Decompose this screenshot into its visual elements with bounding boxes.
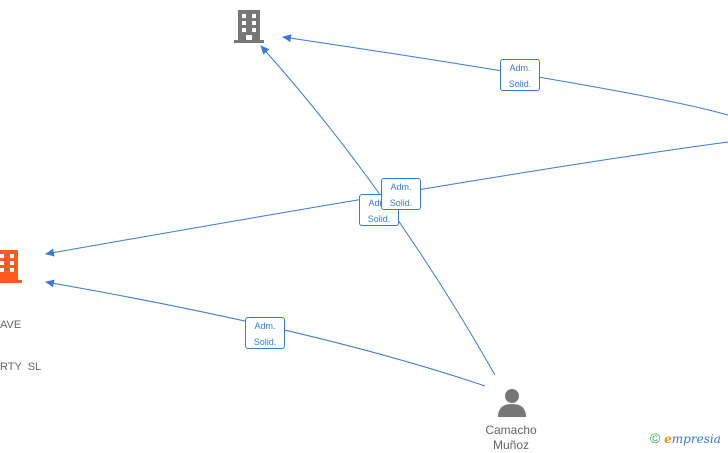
badge-line1: Adm. [509,63,531,73]
edge-badge-right-to-top[interactable]: Adm. Solid. [500,59,540,91]
empresia-watermark: © empresia [650,430,721,446]
company-left-label-line2: RTY SL [0,361,42,373]
person-label-line2: Muñoz [492,438,530,452]
brand-initial: e [664,432,672,446]
edge-badge-person-to-left[interactable]: Adm. Solid. [245,317,285,349]
badge-line2: Solid. [389,198,413,208]
badge-line1: Adm. [368,198,390,208]
building-icon[interactable] [234,10,264,43]
building-icon-highlighted[interactable] [0,250,22,283]
company-left-label[interactable]: AVE RTY SL [0,290,41,388]
copyright-icon: © [650,430,661,446]
brand-name: mpresia [671,432,721,446]
person-icon[interactable] [498,389,526,417]
edge-person-to-left [45,279,486,387]
edge-right-to-top [282,34,728,116]
badge-line2: Solid. [253,337,277,347]
person-label-line1: Camacho [485,423,537,437]
person-label[interactable]: Camacho Muñoz [471,423,551,453]
badge-line2: Solid. [508,79,532,89]
badge-line1: Adm. [254,321,276,331]
edge-badge-right-to-left[interactable]: Adm. Solid. [381,178,421,210]
edge-right-to-left [45,141,728,257]
company-left-label-line1: AVE [0,319,22,331]
badge-line2: Solid. [367,214,391,224]
badge-line1: Adm. [390,182,412,192]
